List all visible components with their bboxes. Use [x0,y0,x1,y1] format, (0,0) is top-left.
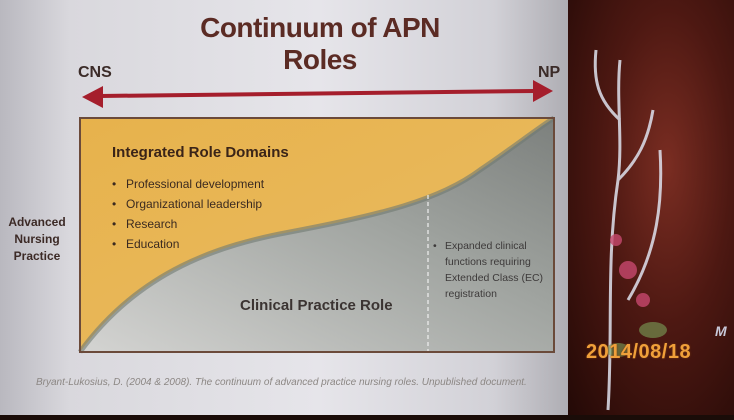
side-label-line: Practice [13,249,61,263]
partial-text: M [715,323,727,339]
continuum-diagram [77,80,556,354]
background-photo [568,0,734,415]
advanced-nursing-practice-label: Advanced Nursing Practice [4,214,70,265]
flower-decoration-icon [593,49,667,411]
continuum-arrow [82,80,553,108]
ec-note: • Expanded clinical functions requiring … [433,238,553,302]
citation: Bryant-Lukosius, D. (2004 & 2008). The c… [36,377,527,388]
clinical-practice-label: Clinical Practice Role [240,297,393,314]
cns-label: CNS [78,64,112,81]
bullet-icon: • [433,240,437,252]
curve-boundary [77,115,556,354]
list-item: Professional development [112,174,264,194]
domains-title: Integrated Role Domains [112,144,289,161]
side-label-line: Nursing [14,232,60,246]
date-stamp: 2014/08/18 [586,341,692,363]
side-label-line: Advanced [8,215,66,229]
list-item: Organizational leadership [112,194,264,214]
domains-list: Professional development Organizational … [112,174,264,254]
diagram-border [79,117,555,353]
np-label: NP [538,64,561,81]
slide-title: Continuum of APN Roles [200,12,440,75]
list-item: Research [112,214,264,234]
clinical-practice-region [80,118,554,352]
ec-note-text: Expanded clinical functions requiring Ex… [445,240,544,300]
list-item: Education [112,234,264,254]
